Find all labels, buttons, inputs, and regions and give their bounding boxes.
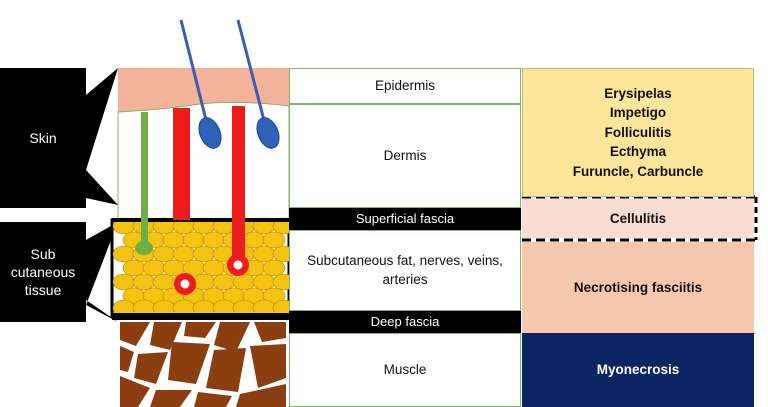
muscle-fiber: [184, 322, 216, 338]
fat-cell: [212, 273, 236, 291]
infection-necrotising-fasciitis: Necrotising fasciitis: [573, 279, 703, 295]
muscle-fiber: [168, 342, 210, 384]
deep-fascia-label: Deep fascia: [289, 311, 521, 333]
muscle-fiber: [120, 376, 150, 407]
hair-follicle-left: [198, 117, 222, 149]
fat-cells: [112, 217, 296, 317]
infection-impetigo: Impetigo: [609, 105, 667, 121]
skin-callout-label: Skin: [29, 129, 57, 146]
skin-infections-zone: Erysipelas Impetigo Folliculitis Ecthyma…: [522, 68, 754, 197]
vessel-right: [232, 106, 245, 256]
infection-erysipelas: Erysipelas: [604, 85, 672, 101]
skin-callout-pointer: [86, 68, 118, 205]
necrotising-fasciitis-zone: Necrotising fasciitis: [522, 242, 754, 333]
hair-follicle-right: [256, 117, 280, 149]
subcutaneous-callout-line-2: cutaneous: [10, 263, 76, 280]
muscle-fiber: [250, 344, 286, 388]
muscle-fiber: [236, 384, 286, 407]
vessel-lumen-right: [233, 260, 243, 270]
muscle-fiber: [120, 346, 134, 372]
fat-cell: [262, 231, 286, 249]
fat-cell: [192, 273, 216, 291]
dermis-text: Dermis: [383, 147, 427, 163]
infection-ecthyma: Ecthyma: [609, 144, 667, 160]
fat-cell: [202, 259, 226, 277]
fat-cell: [182, 231, 206, 249]
fat-cell: [242, 231, 266, 249]
fat-cell: [142, 259, 166, 277]
infection-folliculitis: Folliculitis: [604, 124, 672, 140]
hair-shaft-left: [179, 19, 210, 129]
muscle-fibers: [120, 322, 286, 407]
muscle-fiber: [206, 348, 246, 392]
dermis-layer: [117, 101, 290, 221]
subcutaneous-callout: Sub cutaneous tissue: [0, 222, 86, 322]
epidermis-text: Epidermis: [374, 77, 436, 93]
muscle-fiber: [254, 322, 286, 342]
infection-furuncle-carbuncle: Furuncle, Carbuncle: [572, 163, 704, 179]
subcutaneous-label: Subcutaneous fat, nerves, veins, arterie…: [289, 230, 521, 311]
superficial-fascia-label: Superficial fascia: [289, 208, 521, 230]
deep-fascia-line: [112, 313, 289, 320]
nerve-ending: [135, 241, 153, 255]
fat-cell: [152, 273, 176, 291]
infection-myonecrosis: Myonecrosis: [596, 362, 680, 378]
skin-callout: Skin: [0, 68, 86, 208]
fat-cell: [262, 259, 286, 277]
muscle-fiber: [150, 390, 192, 407]
nerve: [141, 112, 148, 247]
fat-cell: [252, 245, 276, 263]
muscle-fiber: [120, 322, 150, 346]
fat-cell: [162, 231, 186, 249]
fat-cell: [132, 273, 156, 291]
dermis-label: Dermis: [289, 104, 521, 208]
muscle-fiber: [134, 352, 168, 384]
superficial-fascia-text: Superficial fascia: [355, 211, 455, 227]
vessel-left: [173, 108, 190, 220]
fat-cell: [122, 259, 146, 277]
fat-cell: [152, 245, 176, 263]
cellulitis-zone: Cellulitis: [522, 199, 754, 238]
fat-cell: [202, 231, 226, 249]
infection-cellulitis: Cellulitis: [609, 210, 667, 226]
epidermis-label: Epidermis: [289, 68, 521, 104]
epidermis-layer: [118, 68, 289, 112]
vessel-lumen-left: [180, 279, 190, 289]
fat-cell: [112, 245, 136, 263]
superficial-fascia-line: [112, 218, 289, 222]
muscle-label: Muscle: [289, 333, 521, 407]
fat-cell: [192, 245, 216, 263]
subcutaneous-callout-line-3: tissue: [24, 282, 62, 299]
fat-cell: [262, 287, 286, 305]
fat-cell: [112, 273, 136, 291]
muscle-fiber: [194, 392, 232, 407]
subcutaneous-callout-line-1: Sub: [30, 245, 56, 262]
subcutaneous-text: Subcutaneous fat, nerves, veins, arterie…: [307, 253, 503, 287]
deep-fascia-text: Deep fascia: [370, 314, 440, 330]
subcutaneous-callout-pointer: [86, 222, 118, 322]
muscle-text: Muscle: [383, 361, 427, 377]
muscle-fiber: [150, 322, 182, 350]
fat-cell: [252, 273, 276, 291]
myonecrosis-zone: Myonecrosis: [522, 333, 754, 407]
hair-shaft-right: [236, 19, 268, 129]
fat-cell: [172, 245, 196, 263]
fat-cell: [232, 273, 256, 291]
muscle-fiber: [214, 322, 250, 352]
